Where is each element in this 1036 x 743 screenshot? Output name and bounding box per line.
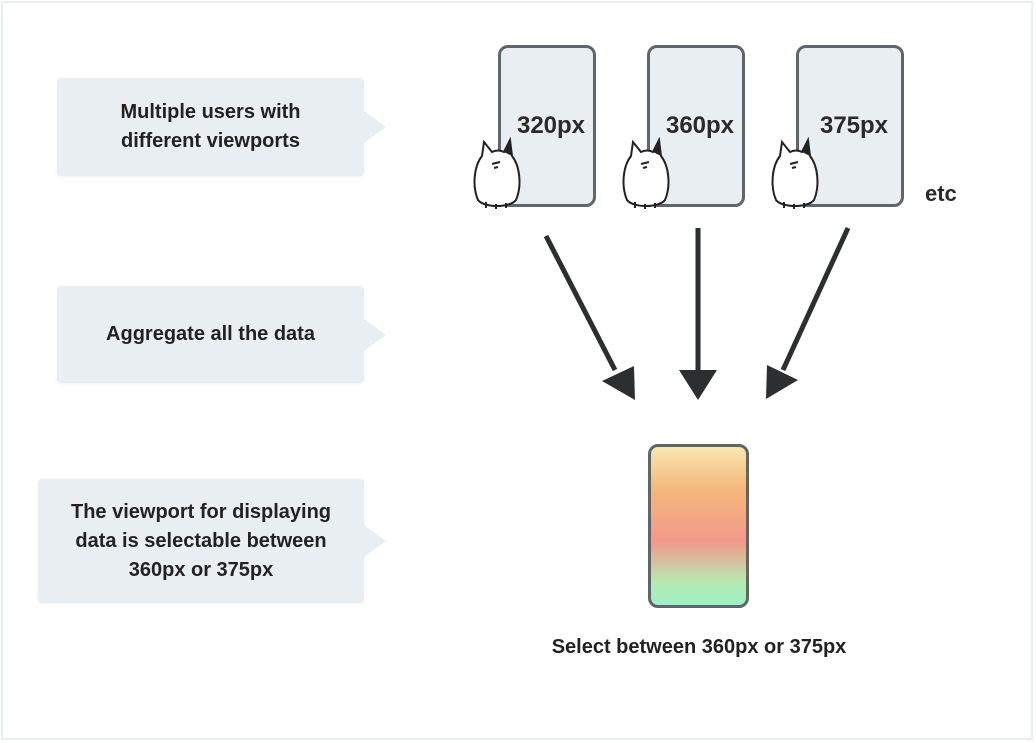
cat-user-icon [622, 136, 670, 209]
aggregated-viewport-device [648, 444, 749, 608]
device-375-label: 375px [819, 112, 889, 139]
device-320-label: 320px [516, 112, 586, 139]
arrow-center-head [679, 370, 717, 400]
step-selectable-text: The viewport for displaying data is sele… [70, 500, 332, 581]
step-selectable-bubble: The viewport for displaying data is sele… [38, 479, 386, 603]
step-aggregate-text: Aggregate all the data [106, 323, 315, 345]
result-caption: Select between 360px or 375px [551, 636, 847, 658]
step-users-text: Multiple users with different viewports [120, 101, 301, 152]
arrow-right-head [766, 365, 798, 399]
arrow-left-shaft [543, 234, 618, 372]
etc-label: etc [925, 181, 957, 206]
cat-user-icon [473, 136, 521, 209]
device-360-label: 360px [665, 112, 735, 139]
step-aggregate-bubble: Aggregate all the data [57, 286, 386, 383]
cat-user-icon [771, 136, 819, 209]
arrow-right-shaft [780, 226, 851, 372]
step-users-bubble: Multiple users with different viewports [57, 78, 386, 176]
arrow-left-head [602, 366, 635, 400]
